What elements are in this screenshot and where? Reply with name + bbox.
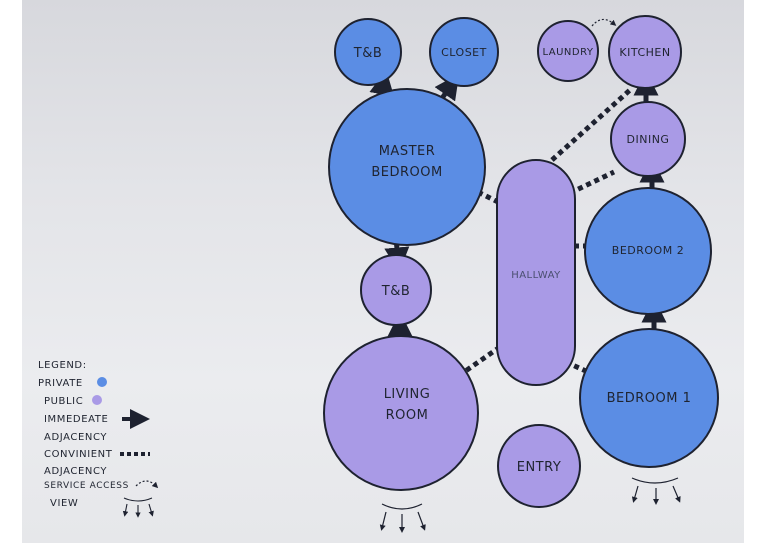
room-entry (497, 424, 581, 508)
label-laundry: LAUNDRY (542, 47, 593, 58)
room-dining (610, 101, 686, 177)
room-laundry (537, 20, 599, 82)
room-bedroom2 (584, 187, 712, 315)
label-hallway: HALLWAY (511, 270, 561, 281)
legend-title: LEGEND: (38, 360, 87, 371)
room-hallway (496, 159, 576, 386)
label-kitchen: KITCHEN (619, 46, 670, 59)
legend-private-label: PRIVATE (38, 378, 83, 389)
room-living (323, 335, 479, 491)
legend-public-swatch (92, 395, 102, 405)
label-bedroom2: BEDROOM 2 (612, 244, 684, 257)
view-icon-living (379, 503, 426, 533)
rooms (323, 15, 719, 508)
view-icon (122, 497, 154, 518)
service-access-laundry-kitchen (591, 18, 617, 27)
label-bedroom1: BEDROOM 1 (607, 391, 692, 406)
legend-immediate-label-2: ADJACENCY (44, 432, 107, 443)
legend-convenient-label-2: ADJACENCY (44, 466, 107, 477)
room-master-bedroom (328, 88, 486, 246)
label-tb-master: T&B (353, 46, 383, 61)
legend-view-label: VIEW (50, 498, 78, 509)
label-living-2: ROOM (386, 408, 429, 423)
room-tb-mid (360, 254, 432, 326)
room-bedroom1 (579, 328, 719, 468)
label-entry: ENTRY (517, 460, 562, 475)
connector-hallway-living (462, 344, 502, 375)
legend-convenient-label: CONVINIENT (44, 449, 113, 460)
service-access-icon (135, 480, 159, 489)
label-master-1: MASTER (379, 144, 436, 159)
legend-service-access-label: SERVICE ACCESS (44, 481, 129, 491)
connector-hallway-dining (568, 169, 616, 196)
label-tb-mid: T&B (381, 284, 411, 299)
room-closet (429, 17, 499, 87)
label-closet: CLOSET (441, 46, 487, 59)
room-tb-master (334, 18, 402, 86)
view-icon-bedroom1 (631, 477, 681, 505)
room-kitchen (608, 15, 682, 89)
label-dining: DINING (627, 133, 670, 146)
label-living-1: LIVING (384, 387, 431, 402)
legend: LEGEND: PRIVATE PUBLIC IMMEDEATE ADJACEN… (38, 360, 159, 518)
label-master-2: BEDROOM (371, 165, 442, 180)
legend-private-swatch (97, 377, 107, 387)
legend-immediate-label: IMMEDEATE (44, 414, 108, 425)
legend-public-label: PUBLIC (44, 396, 83, 407)
